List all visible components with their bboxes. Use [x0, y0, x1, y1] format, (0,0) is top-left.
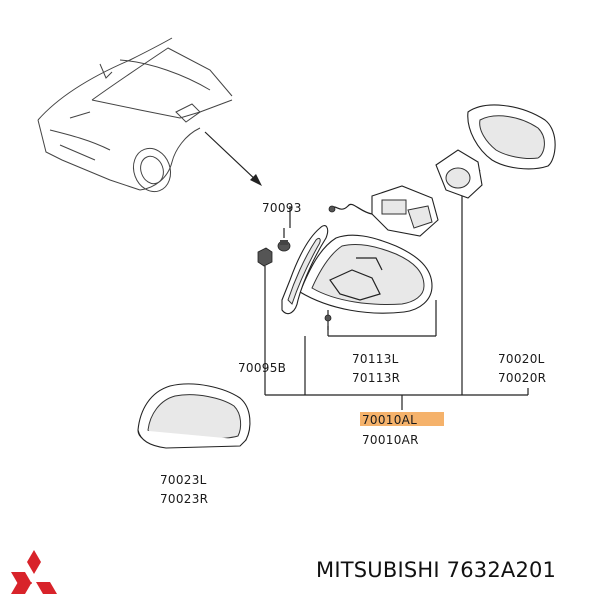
label-70093: 70093: [262, 201, 302, 215]
label-70113r: 70113R: [352, 371, 400, 385]
car-outline: [37, 37, 233, 193]
label-70020l: 70020L: [498, 352, 545, 366]
label-70010ar: 70010AR: [362, 433, 419, 447]
brand-part-number: MITSUBISHI 7632A201: [316, 558, 557, 582]
mirror-actuator: [328, 149, 483, 237]
label-70113l: 70113L: [352, 352, 399, 366]
leader-lines: [265, 206, 529, 410]
label-70023r: 70023R: [160, 492, 208, 506]
mirror-housing-70113: [299, 234, 437, 395]
mitsubishi-logo-icon: [11, 550, 57, 594]
highlight-70010al: [360, 412, 444, 426]
label-70023l: 70023L: [160, 473, 207, 487]
mirror-base-plate: [281, 225, 329, 315]
direction-arrow: [204, 131, 262, 186]
mirror-cover-70023: [137, 383, 251, 449]
screw-70093: [277, 228, 291, 252]
nut-part: [257, 247, 273, 395]
label-70095b: 70095B: [238, 361, 286, 375]
label-70020r: 70020R: [498, 371, 546, 385]
mirror-glass-70020: [461, 104, 556, 395]
label-70010al: 70010AL: [362, 413, 417, 427]
